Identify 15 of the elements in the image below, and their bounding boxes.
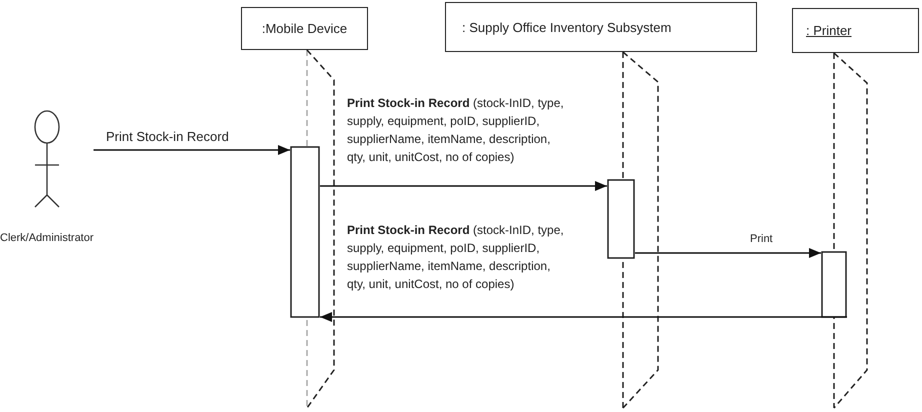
message-arrow xyxy=(320,312,847,322)
message-arrow xyxy=(635,248,821,258)
activation-bar xyxy=(290,146,320,318)
actor-label: Clerk/Administrator xyxy=(0,232,94,244)
participant-box: : Supply Office Inventory Subsystem xyxy=(445,2,757,52)
message-arrow xyxy=(320,181,607,191)
message-label: Print Stock-in Record (stock-InID, type, supply, equipment, poID, supplierID, supplierName, itemName, description, qty, unit, unitCost, no of copies) xyxy=(347,95,565,166)
participant-box: :Mobile Device xyxy=(241,7,368,50)
message-arrow xyxy=(94,145,290,155)
message-label: Print xyxy=(750,233,773,245)
message-label: Print Stock-in Record xyxy=(106,129,229,144)
message-label: Print Stock-in Record (stock-InID, type, supply, equipment, poID, supplierID, supplierName, itemName, description, qty, unit, unitCost, no of copies) xyxy=(347,222,565,293)
activation-bar xyxy=(607,179,635,259)
activation-bar xyxy=(821,251,847,318)
participant-box: : Printer xyxy=(792,8,919,53)
